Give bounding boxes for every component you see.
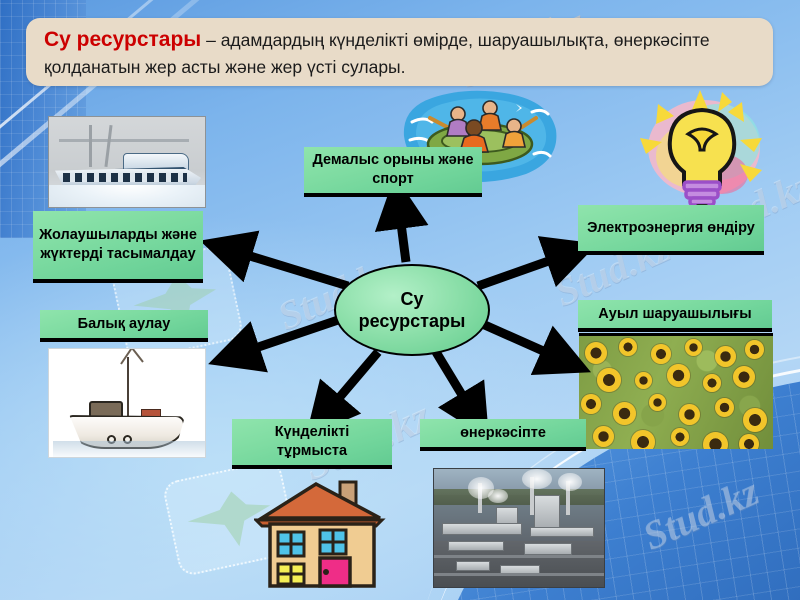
page-title: Су ресурстары – адамдардың күнделікті өм…	[44, 26, 757, 81]
node-label-recreation[interactable]: Демалыс орыны және спорт	[304, 147, 482, 197]
hydrofoil-boat-image	[48, 116, 206, 208]
center-node-line-1: Су	[400, 289, 424, 309]
node-label-fishing[interactable]: Балық аулау	[40, 310, 208, 342]
title-body: – адамдардың күнделікті өмірде, шаруашыл…	[44, 30, 710, 77]
title-box: Су ресурстары – адамдардың күнделікті өм…	[26, 18, 773, 86]
node-label-electricity[interactable]: Электроэнергия өндіру	[578, 205, 764, 255]
node-label-agriculture[interactable]: Ауыл шаруашылығы	[578, 300, 772, 332]
center-node: Су ресурстары	[334, 264, 490, 356]
node-label-transport[interactable]: Жолаушыларды және жүктерді тасымалдау	[33, 211, 203, 283]
center-node-line-2: ресурстары	[358, 311, 466, 331]
house-image	[254, 470, 394, 596]
node-label-daily-life[interactable]: Күнделікті тұрмыста	[232, 419, 392, 469]
title-highlight: Су ресурстары	[44, 28, 202, 51]
factory-image	[433, 468, 605, 588]
sunflower-field-image	[579, 333, 773, 449]
light-bulb-icon	[622, 86, 782, 212]
node-label-industry[interactable]: өнеркәсіпте	[420, 419, 586, 451]
fishing-boat-image	[48, 348, 206, 458]
